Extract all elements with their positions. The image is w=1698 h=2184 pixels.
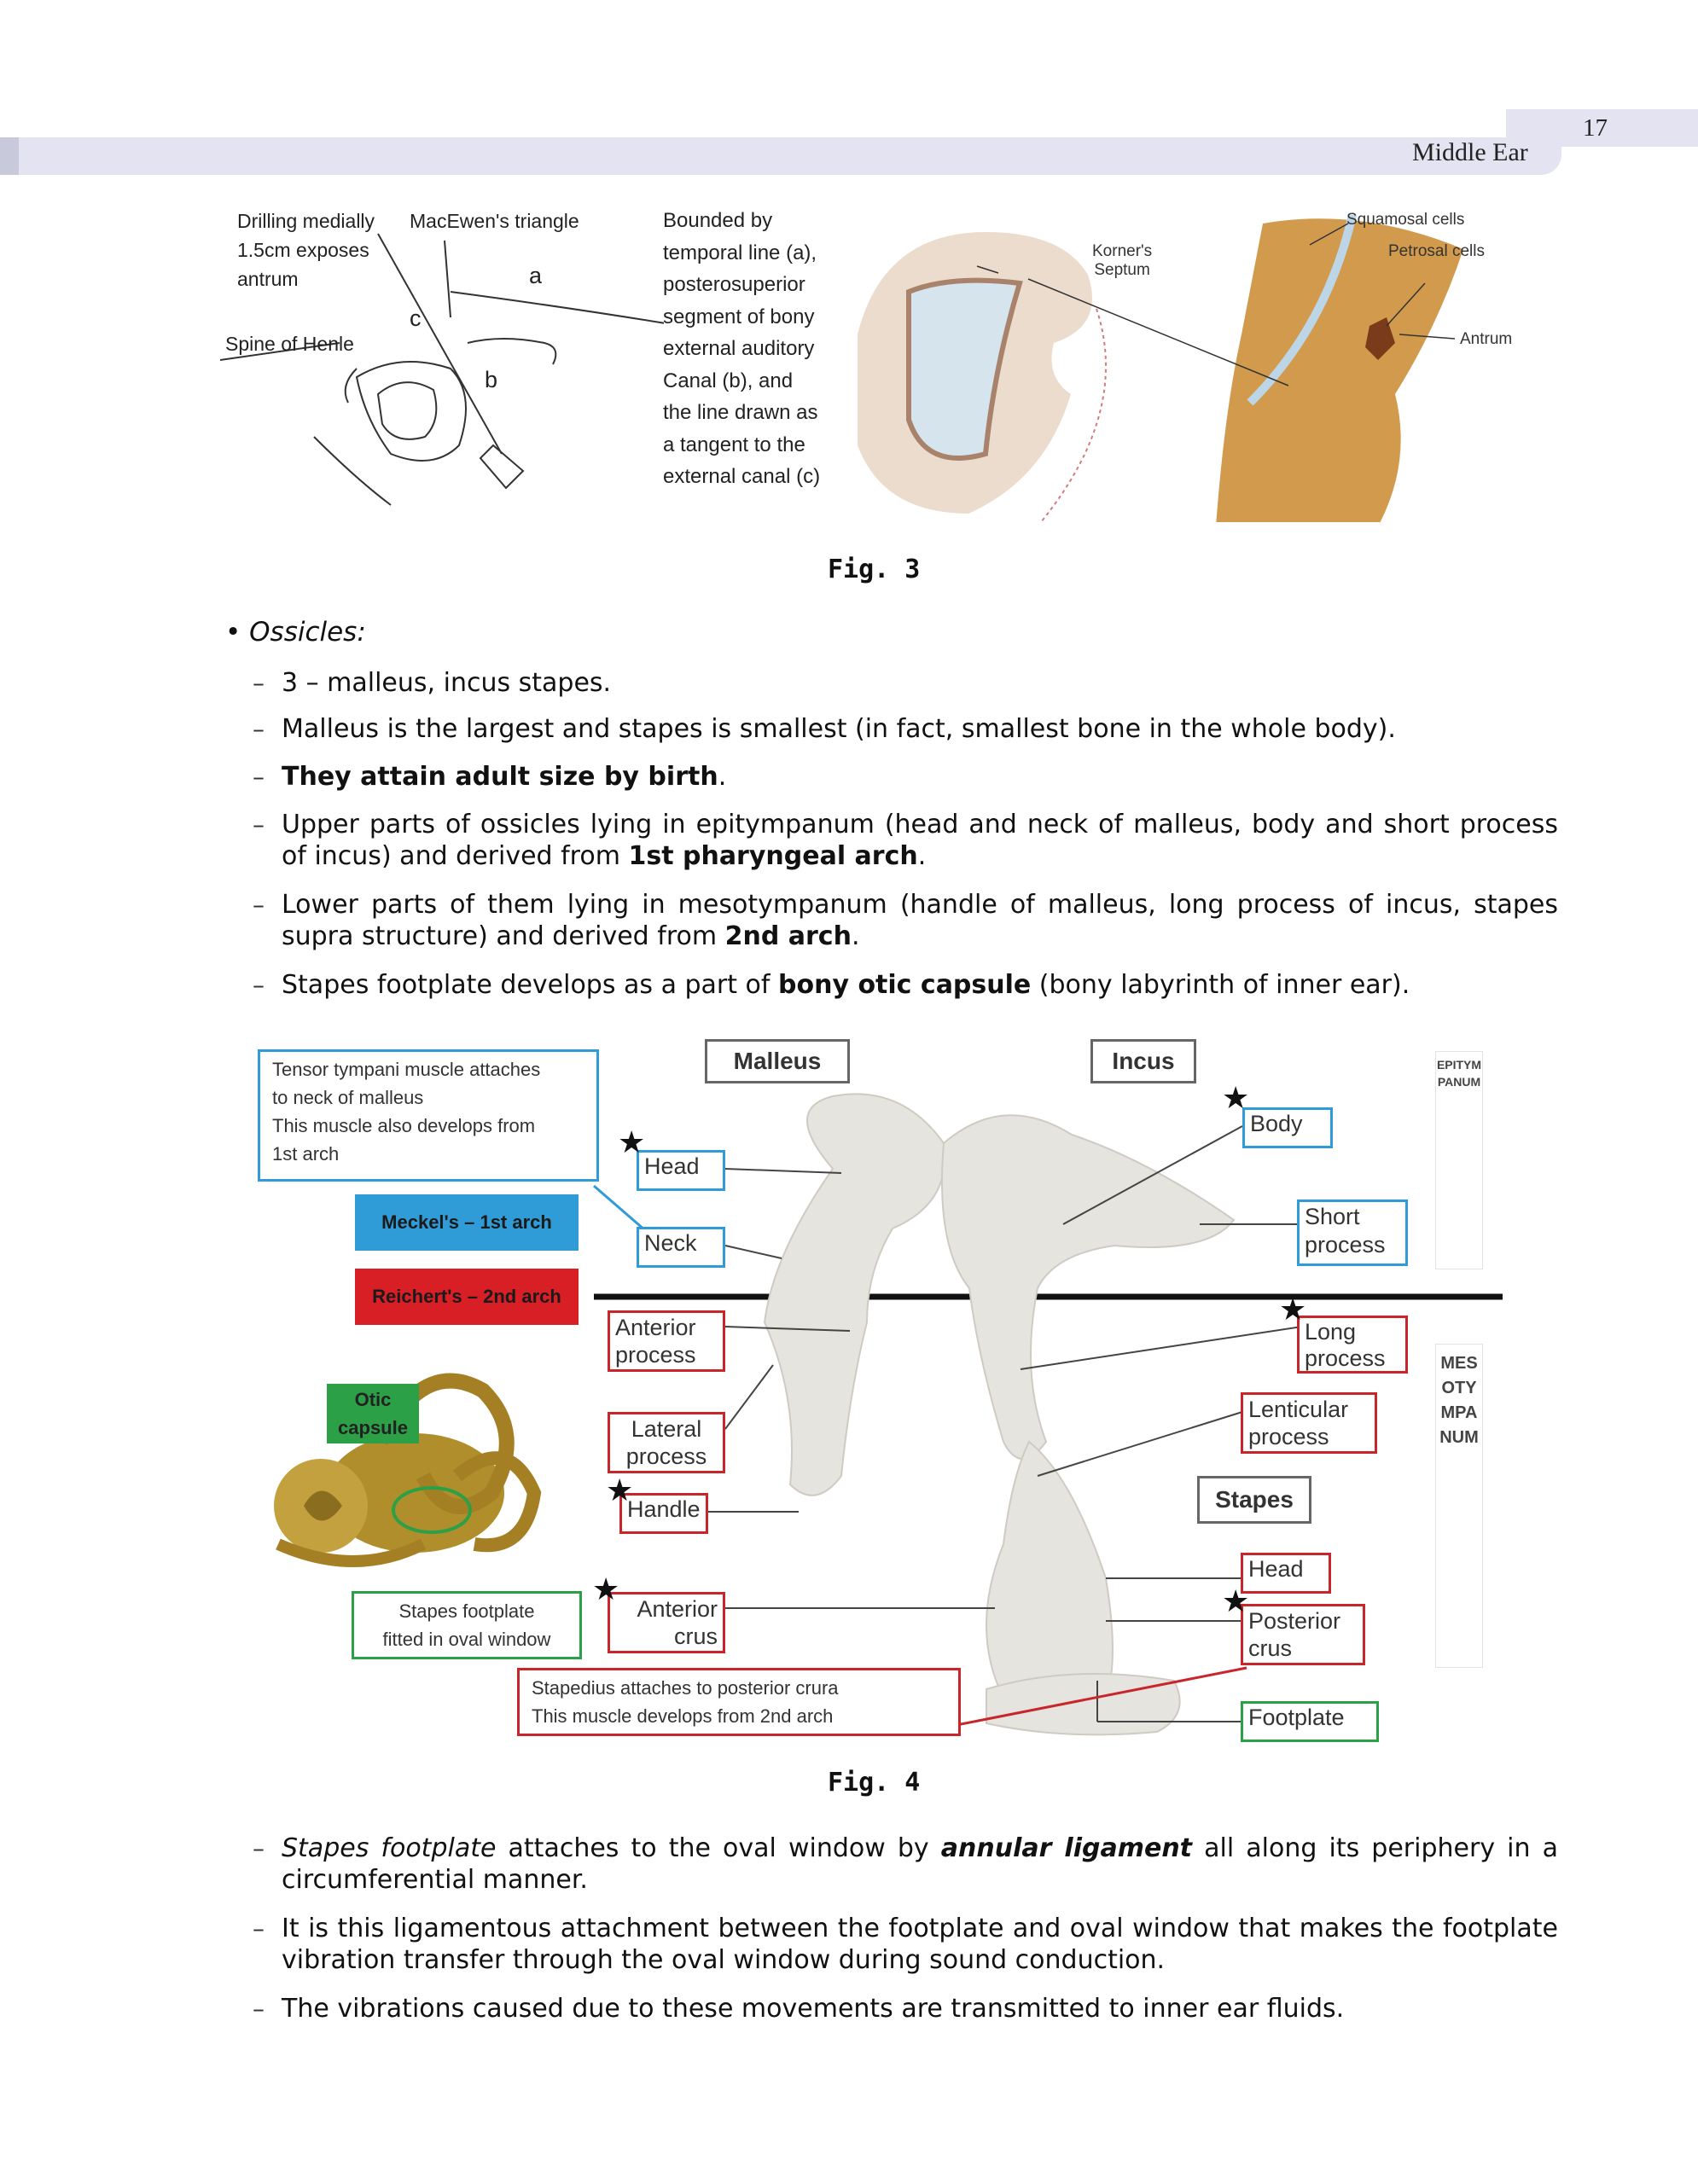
anterior-process-label: Anterior process [608, 1310, 725, 1372]
ossicles-item-3: They attain adult size by birth. [282, 761, 1561, 793]
stapes-footplate-note: Stapes footplate fitted in oval window [352, 1591, 582, 1659]
fig3-mastoid-diagram: Korner's Septum Squamosal cells Petrosal… [849, 198, 1536, 522]
page-number: 17 [1583, 114, 1608, 142]
stapes-title: Stapes [1197, 1476, 1311, 1524]
korner-septum-label: Korner's Septum [1092, 242, 1152, 280]
dash-marker: – [253, 1914, 265, 1943]
drilling-label: Drilling medially 1.5cm exposes antrum [237, 206, 375, 293]
text-span: Stapes footplate develops as a part of [282, 970, 778, 1000]
fig3-caption: Fig. 3 [828, 555, 920, 584]
label-c: c [410, 304, 422, 333]
macewen-label: MacEwen's triangle [410, 206, 579, 235]
otic-capsule-tag: Otic capsule [327, 1384, 419, 1443]
italic-text: Stapes footplate [282, 1833, 496, 1863]
header-band [0, 137, 1561, 175]
text-span: attaches to the oval window by [496, 1833, 940, 1863]
text-span: . [852, 921, 860, 951]
ossicles-title: Ossicles: [249, 617, 366, 648]
star-icon: ★ [592, 1575, 619, 1606]
mesotympanum-label: MESOTYMPANUM [1435, 1344, 1483, 1668]
malleus-head-label: Head [637, 1150, 725, 1191]
incus-title: Incus [1090, 1039, 1196, 1083]
antrum-label: Antrum [1460, 330, 1512, 349]
footplate-label: Footplate [1241, 1701, 1379, 1742]
malleus-neck-label: Neck [637, 1227, 725, 1268]
ossicles-item-4: Upper parts of ossicles lying in epitymp… [282, 809, 1558, 872]
ossicles-item-6: Stapes footplate develops as a part of b… [282, 969, 1561, 1001]
bold-text: bony otic capsule [778, 970, 1031, 1000]
star-icon: ★ [618, 1128, 645, 1159]
stapes-head-label: Head [1241, 1553, 1331, 1594]
text-span: . [918, 841, 927, 871]
dash-marker: – [253, 1834, 265, 1862]
ossicles-heading: • Ossicles: [225, 617, 366, 648]
text-span: (bony labyrinth of inner ear). [1031, 970, 1410, 1000]
fig4-caption: Fig. 4 [828, 1768, 920, 1798]
posterior-crus-label: Posterior crus [1241, 1604, 1365, 1665]
tensor-tympani-note: Tensor tympani muscle attaches to neck o… [258, 1049, 599, 1182]
label-b: b [485, 365, 497, 394]
star-icon: ★ [1222, 1587, 1249, 1618]
star-icon: ★ [1279, 1295, 1306, 1326]
reichert-tag: Reichert's – 2nd arch [355, 1269, 579, 1325]
ligament-paragraph: It is this ligamentous attachment betwee… [282, 1913, 1558, 1976]
spine-of-henle-label: Spine of Henle [225, 329, 354, 358]
fig4-ossicles-diagram: Tensor tympani muscle attaches to neck o… [253, 1032, 1507, 1745]
epitympanum-label: EPITYMPANUM [1435, 1051, 1483, 1269]
header-left-accent [0, 137, 19, 175]
ossicles-item-1: 3 – malleus, incus stapes. [282, 667, 1561, 699]
dash-marker: – [253, 1995, 265, 2023]
dash-marker: – [253, 669, 265, 697]
vibration-paragraph: The vibrations caused due to these movem… [282, 1993, 1561, 2024]
lateral-process-label: Lateral process [608, 1412, 725, 1473]
bold-text: 1st pharyngeal arch [628, 841, 917, 871]
meckel-tag: Meckel's – 1st arch [355, 1194, 579, 1251]
ossicles-item-2: Malleus is the largest and stapes is sma… [282, 713, 1561, 745]
ossicles-item-5: Lower parts of them lying in mesotympanu… [282, 889, 1558, 952]
anterior-crus-label: Anterior crus [608, 1592, 725, 1653]
star-icon: ★ [606, 1476, 633, 1507]
bold-text: 2nd arch [725, 921, 852, 951]
label-a: a [529, 261, 542, 290]
petrosal-cells-label: Petrosal cells [1388, 242, 1485, 261]
stapedius-note: Stapedius attaches to posterior crura Th… [517, 1668, 961, 1736]
bold-text: They attain adult size by birth [282, 762, 718, 792]
dash-marker: – [253, 971, 265, 999]
malleus-title: Malleus [705, 1039, 850, 1083]
fig3-description: Bounded by temporal line (a), posterosup… [663, 205, 851, 493]
squamosal-cells-label: Squamosal cells [1346, 211, 1464, 229]
footplate-paragraph: Stapes footplate attaches to the oval wi… [282, 1833, 1558, 1896]
short-process-label: Short process [1297, 1199, 1408, 1266]
dash-marker: – [253, 763, 265, 791]
lenticular-process-label: Lenticular process [1241, 1392, 1377, 1454]
incus-body-label: Body [1242, 1107, 1333, 1148]
long-process-label: Long process [1297, 1316, 1408, 1374]
text-span: . [718, 762, 727, 792]
dash-marker: – [253, 715, 265, 743]
star-icon: ★ [1222, 1083, 1249, 1114]
dash-marker: – [253, 810, 265, 839]
dash-marker: – [253, 891, 265, 919]
bold-italic-text: annular ligament [941, 1833, 1192, 1863]
running-head: Middle Ear [1412, 138, 1528, 167]
text-span: Lower parts of them lying in mesotympanu… [282, 890, 1558, 951]
